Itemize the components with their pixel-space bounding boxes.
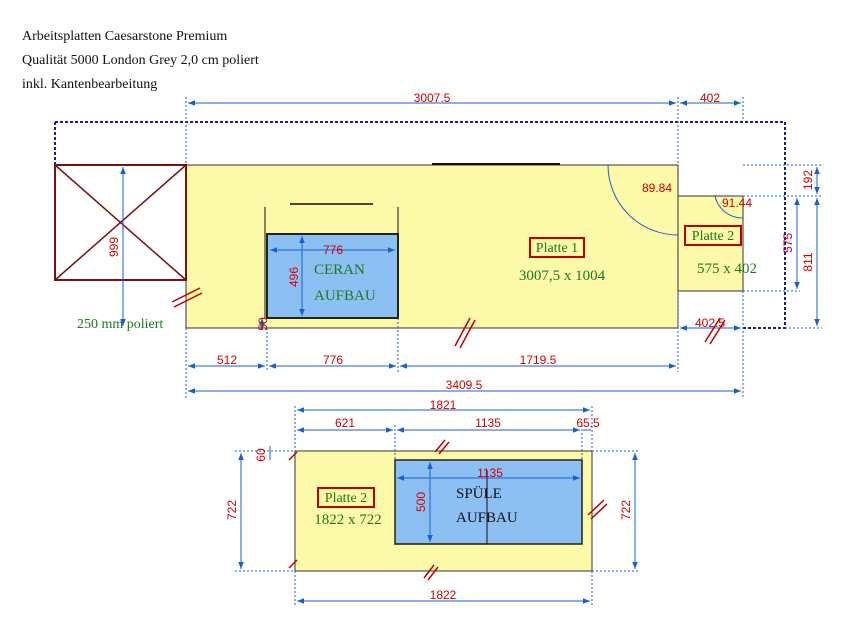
bottom-overall-dim: 1822 [430, 588, 457, 602]
platte-2-label: Platte 2 [692, 229, 734, 244]
bottom-plan: 1135 500 SPÜLE AUFBAU Platte 2 1822 x 72… [225, 398, 640, 606]
header-line-1: Arbeitsplatten Caesarstone Premium [22, 29, 228, 44]
ceran-label-1: CERAN [314, 262, 365, 278]
header-line-3: inkl. Kantenbearbeitung [22, 77, 158, 92]
bottom-right-height: 722 [619, 500, 633, 520]
polish-note: 250 mm poliert [77, 317, 163, 332]
top-overall-dim: 3007.5 [414, 91, 451, 105]
overall-bottom-dim: 3409.5 [446, 378, 483, 392]
bottom-overall-top-dim: 1821 [430, 398, 457, 412]
bottom-left-small: 60 [254, 448, 268, 462]
right-dim-192: 192 [801, 170, 815, 190]
platte-2-label-box [684, 225, 742, 246]
platte-2-side-worktop [677, 195, 744, 292]
break-marks-top [171, 287, 726, 349]
corner-radius-arc-2 [714, 195, 744, 219]
tall-cabinet-symbol [54, 164, 187, 281]
platte-1-label: Platte 1 [536, 241, 578, 256]
platte-2-size-bottom: 1822 x 722 [314, 512, 382, 528]
ceran-label-2: AUFBAU [314, 288, 376, 304]
spuele-cutout [394, 459, 583, 545]
platte-2-label-box-bottom [317, 487, 375, 508]
break-marks-bottom [288, 439, 608, 581]
wall-outline [55, 121, 786, 329]
ceran-height-dim: 496 [287, 267, 301, 287]
left-height-dim: 999 [107, 237, 121, 257]
platte-2-label-bottom: Platte 2 [325, 491, 367, 506]
seg-dim-512: 512 [217, 353, 237, 367]
right-dim-811: 811 [801, 252, 815, 271]
header-line-2: Qualität 5000 London Grey 2,0 cm poliert [22, 53, 259, 68]
gap-dim: 50 [256, 317, 270, 331]
ceran-width-dim: 776 [323, 243, 343, 257]
corner-radius-arc [607, 164, 679, 236]
bottom-seg-621: 621 [335, 416, 355, 430]
bottom-seg-65: 65.5 [576, 416, 600, 430]
platte-1-size: 3007,5 x 1004 [519, 268, 606, 284]
platte-1-label-box [529, 237, 585, 258]
top-plan: 776 496 CERAN AUFBAU 50 Platte 1 3007,5 … [54, 91, 822, 398]
spuele-label-2: AUFBAU [456, 510, 518, 526]
spuele-height-dim: 500 [414, 492, 428, 512]
seg-dim-776: 776 [323, 353, 343, 367]
seg-dim-1719: 1719.5 [520, 353, 557, 367]
angle-dim-1: 89.84 [642, 181, 672, 195]
side-top-dim: 402 [700, 91, 720, 105]
spuele-width-dim: 1135 [477, 466, 503, 480]
platte-1-worktop [185, 164, 679, 329]
side-bottom-dim: 402.5 [695, 316, 725, 330]
bottom-left-height: 722 [225, 500, 239, 520]
platte-2-size: 575 x 402 [697, 261, 757, 277]
bottom-seg-1135: 1135 [475, 416, 501, 430]
angle-dim-2: 91.44 [722, 196, 752, 210]
spuele-label-1: SPÜLE [456, 485, 502, 502]
right-dim-575: 575 [781, 233, 795, 253]
